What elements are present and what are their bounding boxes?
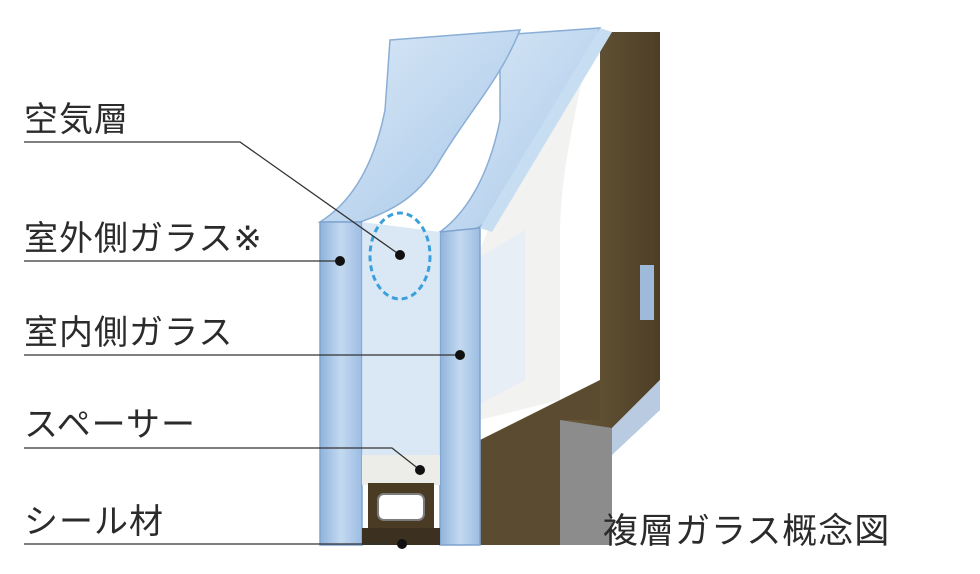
- window-frame: [470, 32, 660, 545]
- label-air-layer: 空気層: [24, 100, 129, 140]
- dot-spacer: [415, 465, 425, 475]
- air-layer-marker: [368, 211, 432, 301]
- inner-glass-sheet: [437, 27, 612, 546]
- spacer-seal-block: [362, 455, 440, 545]
- label-outer-glass: 室外側ガラス※: [24, 219, 263, 259]
- leader-dots: [335, 250, 465, 549]
- air-gap-panel: [478, 38, 590, 420]
- leader-line-spacer: [24, 447, 421, 471]
- dot-seal: [397, 539, 407, 549]
- dot-air: [395, 250, 405, 260]
- label-seal: シール材: [24, 502, 164, 542]
- label-spacer: スペーサー: [24, 405, 196, 445]
- air-layer: [362, 222, 440, 460]
- dot-outer: [335, 256, 345, 266]
- leader-line-air: [24, 141, 401, 256]
- label-inner-glass: 室内側ガラス: [24, 313, 234, 353]
- leader-lines: [24, 141, 460, 545]
- diagram-caption: 複層ガラス概念図: [603, 512, 891, 552]
- dot-inner: [455, 350, 465, 360]
